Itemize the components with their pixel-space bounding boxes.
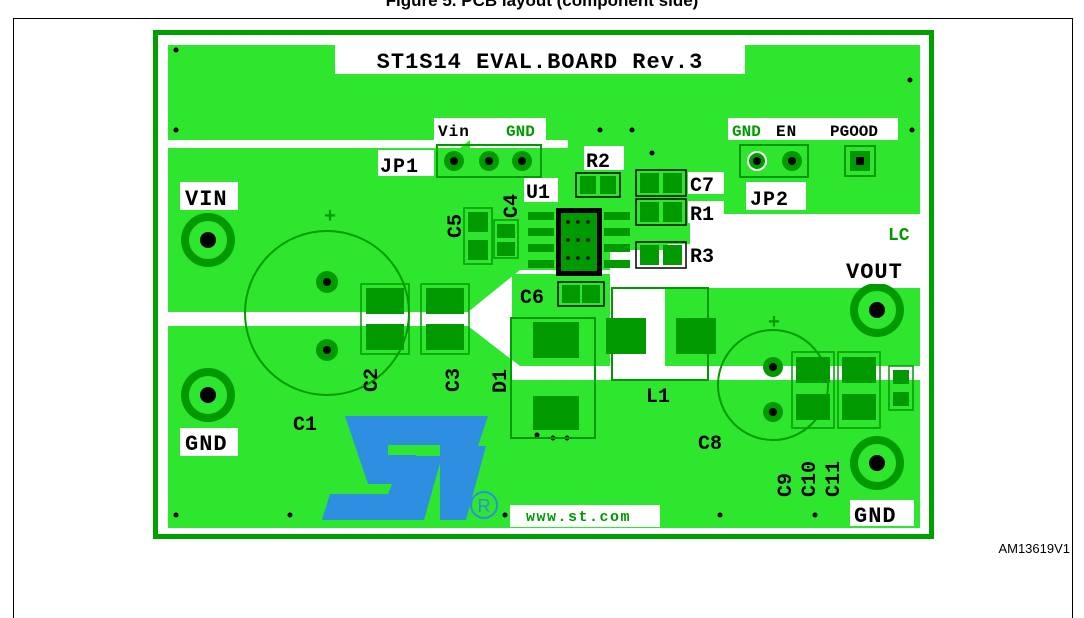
c4-pads xyxy=(493,219,519,259)
r2-pads xyxy=(575,172,621,198)
l1-inductor xyxy=(606,287,716,381)
vias xyxy=(173,47,915,518)
c9-c10-pads xyxy=(791,351,881,429)
label-pgood: PGOOD xyxy=(830,123,878,141)
label-d1: D1 xyxy=(490,369,513,393)
c3-pads xyxy=(420,283,470,355)
label-c6: C6 xyxy=(520,287,544,310)
label-vin: VIN xyxy=(185,187,228,212)
label-u1: U1 xyxy=(526,182,550,205)
label-r2: R2 xyxy=(586,151,610,174)
svg-text:+: + xyxy=(324,206,336,229)
r1-pads xyxy=(635,198,687,226)
pgood-pad[interactable] xyxy=(844,145,876,177)
label-gnd-left: GND xyxy=(185,432,228,457)
terminal-vin[interactable] xyxy=(181,213,235,267)
label-c9: C9 xyxy=(775,473,798,497)
pcb-layout: ST1S14 EVAL.BOARD Rev.3 + xyxy=(153,30,934,539)
label-jp1-vin: Vin xyxy=(438,123,470,141)
d1-diode xyxy=(510,317,596,439)
label-l1: L1 xyxy=(646,386,670,409)
label-gnd-right: GND xyxy=(854,504,897,529)
label-c3: C3 xyxy=(443,368,466,392)
figure-id: AM13619V1 xyxy=(998,541,1070,556)
jp1-pins[interactable] xyxy=(444,151,532,171)
label-c10: C10 xyxy=(799,461,822,497)
label-c4: C4 xyxy=(501,194,524,218)
figure-frame xyxy=(13,18,1073,618)
registered-mark xyxy=(470,491,498,519)
terminal-gnd-left[interactable] xyxy=(181,368,235,422)
board-title: ST1S14 EVAL.BOARD Rev.3 xyxy=(377,50,704,75)
label-jp1: JP1 xyxy=(380,156,419,179)
label-jp2-gnd: GND xyxy=(732,123,761,141)
c8-outline xyxy=(717,329,829,441)
label-c8: C8 xyxy=(698,433,722,456)
jp2-outline xyxy=(739,144,809,178)
c6-pads xyxy=(557,281,605,307)
label-jp1-gnd: GND xyxy=(506,123,535,141)
u1-ic xyxy=(528,208,630,276)
c5-pads xyxy=(463,207,493,265)
c7-pads xyxy=(635,169,687,197)
svg-text:+: + xyxy=(768,312,780,335)
terminal-gnd-right[interactable] xyxy=(850,436,904,490)
label-r3: R3 xyxy=(690,246,714,269)
figure-caption-area: Figure 5. PCB layout (component side) xyxy=(0,0,1084,28)
label-vout: VOUT xyxy=(846,260,903,285)
jp2-pins[interactable] xyxy=(747,151,802,171)
label-c1: C1 xyxy=(293,414,317,437)
board-url: www.st.com xyxy=(526,509,631,526)
terminal-vout[interactable] xyxy=(850,283,904,337)
title-box xyxy=(335,44,745,74)
c2-pads xyxy=(360,283,410,355)
label-c11: C11 xyxy=(823,461,846,497)
label-c5: C5 xyxy=(445,214,468,238)
label-r1: R1 xyxy=(690,204,714,227)
label-jp2-en: EN xyxy=(776,123,797,141)
r3-pads xyxy=(635,241,687,269)
c8-pads xyxy=(763,357,783,422)
figure-caption: Figure 5. PCB layout (component side) xyxy=(385,0,699,10)
label-lc: LC xyxy=(888,226,910,246)
label-c2: C2 xyxy=(361,368,384,392)
st-logo xyxy=(322,416,488,520)
c11-pads xyxy=(888,365,914,411)
jp1-outline xyxy=(436,144,542,178)
c1-pads xyxy=(316,271,338,361)
svg-text:R: R xyxy=(478,496,491,516)
label-jp2: JP2 xyxy=(750,189,789,212)
label-c7: C7 xyxy=(690,175,714,198)
